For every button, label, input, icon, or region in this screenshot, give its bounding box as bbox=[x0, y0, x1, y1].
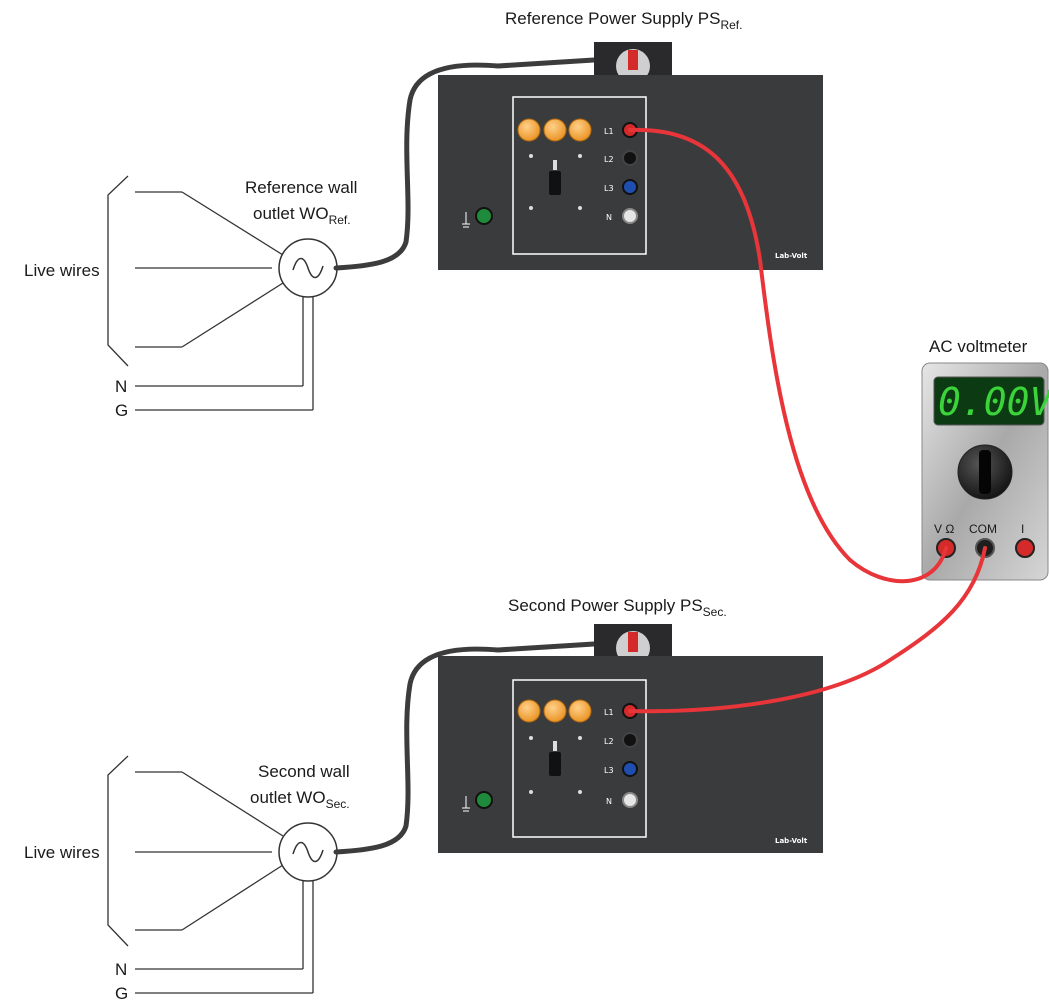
ps-ref-ground-jack[interactable] bbox=[475, 207, 493, 225]
ps-sec-brand-logo: Lab-Volt bbox=[775, 837, 808, 845]
ground-icon bbox=[462, 796, 470, 812]
ps-ref-panel bbox=[438, 75, 823, 270]
ps-sec-l3-label: L3 bbox=[604, 766, 614, 775]
jack-i-label: I bbox=[1021, 522, 1024, 536]
ac-voltmeter: AC voltmeter 0.00V V Ω COM I bbox=[921, 337, 1049, 581]
ps-sec-l2-label: L2 bbox=[604, 737, 614, 746]
power-cord-ref bbox=[333, 57, 597, 271]
ps-ref-key-switch[interactable] bbox=[549, 160, 561, 195]
outlet-sec-label-2: outlet WOSec. bbox=[250, 788, 350, 811]
ps-ref-title: Reference Power Supply PSRef. bbox=[505, 9, 742, 32]
outlet-ref-label-1: Reference wall bbox=[245, 178, 357, 197]
second-wall-outlet bbox=[278, 822, 338, 882]
ps-sec-n-jack[interactable] bbox=[622, 792, 638, 808]
ps-ref-l2-jack[interactable] bbox=[622, 150, 638, 166]
outlet-ref-label-2: outlet WORef. bbox=[253, 204, 351, 227]
live-wires-label-top: Live wires bbox=[24, 261, 100, 280]
ps-sec-button-1[interactable] bbox=[517, 699, 541, 723]
ps-ref-button-1[interactable] bbox=[517, 118, 541, 142]
sine-wave-icon bbox=[292, 257, 324, 279]
ps-ref-n-label: N bbox=[606, 213, 612, 222]
voltmeter-display bbox=[933, 376, 1045, 426]
ps-ref-l1-label: L1 bbox=[604, 127, 614, 136]
top-section: Reference Power Supply PSRef. Live wires… bbox=[24, 9, 823, 420]
ps-sec-l1-label: L1 bbox=[604, 708, 614, 717]
ps-ref-button-2[interactable] bbox=[543, 118, 567, 142]
voltmeter-i-jack[interactable] bbox=[1015, 538, 1035, 558]
ps-ref-button-3[interactable] bbox=[568, 118, 592, 142]
sine-wave-icon bbox=[292, 841, 324, 863]
live-wires-label-bottom: Live wires bbox=[24, 843, 100, 862]
ps-sec-n-label: N bbox=[606, 797, 612, 806]
test-lead-ref-to-vohm bbox=[628, 127, 948, 584]
ps-sec-l2-jack[interactable] bbox=[622, 732, 638, 748]
jack-vohm-label: V Ω bbox=[934, 522, 954, 536]
neutral-label-bottom: N bbox=[115, 960, 127, 979]
live-wires-bracket-top bbox=[107, 175, 314, 411]
outlet-sec-label-1: Second wall bbox=[258, 762, 350, 781]
ps-ref-l3-jack[interactable] bbox=[622, 179, 638, 195]
ground-label-top: G bbox=[115, 401, 128, 420]
ground-icon bbox=[462, 212, 470, 228]
reference-wall-outlet bbox=[278, 238, 338, 298]
ps-ref-n-jack[interactable] bbox=[622, 208, 638, 224]
test-lead-sec-to-com bbox=[628, 546, 987, 714]
ps-ref-l2-label: L2 bbox=[604, 155, 614, 164]
power-cord-sec bbox=[333, 641, 597, 855]
ps-ref-brand-logo: Lab-Volt bbox=[775, 252, 808, 260]
live-wires-bracket-bottom bbox=[107, 755, 314, 994]
ps-sec-button-3[interactable] bbox=[568, 699, 592, 723]
second-power-supply: L1 L2 L3 N Lab-Volt bbox=[438, 624, 823, 853]
ps-sec-panel bbox=[438, 656, 823, 853]
ground-label-bottom: G bbox=[115, 984, 128, 1000]
ps-ref-l3-label: L3 bbox=[604, 184, 614, 193]
voltmeter-selector-knob[interactable] bbox=[957, 444, 1013, 500]
ps-sec-ground-jack[interactable] bbox=[475, 791, 493, 809]
ps-sec-key-switch[interactable] bbox=[549, 741, 561, 776]
voltmeter-reading: 0.00V bbox=[938, 380, 1049, 424]
bottom-section: Second Power Supply PSSec. Live wires N … bbox=[24, 596, 823, 1000]
voltmeter-title: AC voltmeter bbox=[929, 337, 1028, 356]
reference-power-supply: L1 L2 L3 N Lab-Volt bbox=[438, 42, 823, 270]
ps-sec-button-2[interactable] bbox=[543, 699, 567, 723]
ps-sec-title: Second Power Supply PSSec. bbox=[508, 596, 727, 619]
neutral-label-top: N bbox=[115, 377, 127, 396]
ps-sec-l3-jack[interactable] bbox=[622, 761, 638, 777]
jack-com-label: COM bbox=[969, 522, 997, 536]
